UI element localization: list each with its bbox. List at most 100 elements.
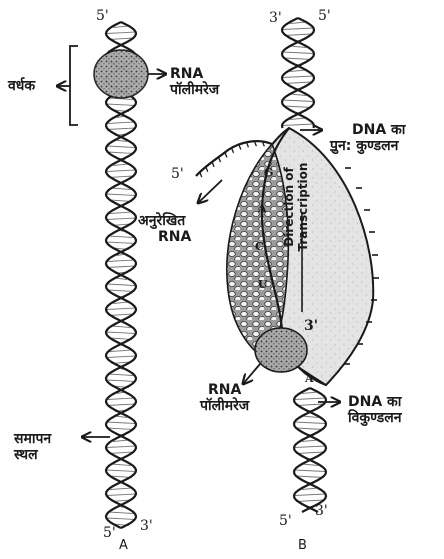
end-label-3-top-b: 3' [269,10,282,26]
rna-transcript-barbs [199,140,265,178]
direction-line-1: Direction of [282,167,296,247]
rna-barb [245,142,250,148]
helix-rung [296,427,324,430]
helix-rung [114,415,128,418]
helix-rung [106,103,136,106]
helix-rung [301,487,319,490]
transcribed-line-2: RNA [158,229,192,245]
helix-rung [301,439,319,442]
helix-rung [108,235,134,238]
rna-polymerase-a-line-2: पॉलीमरेज [170,82,220,98]
helix-rung [289,93,307,96]
helix-rung [106,145,136,148]
helix-rung [106,355,136,358]
helix-rung [113,25,129,28]
termination-line-1: समापन [14,431,52,447]
rna-barb [211,161,215,168]
rna-polymerase-arrow-b [243,363,261,384]
helix-rung [111,187,131,190]
rna-barb [238,144,242,150]
helix-rung [289,69,307,72]
helix-rung [108,451,134,454]
helix-rung [106,403,136,406]
helix-rung [106,31,136,34]
helix-rung [282,99,314,102]
rna-barb [217,156,222,163]
helix-rung [114,139,128,142]
helix-rung [108,511,134,514]
helix-rung [108,373,134,376]
dna-helix-b-top [280,17,316,129]
helix-rung [294,469,326,472]
helix-rung [114,277,128,280]
helix-strand-1 [292,387,328,513]
direction-of-transcription-label: Direction of Transcription [282,152,310,262]
helix-rung [106,421,136,424]
dna-helix-b-bottom [292,387,328,513]
rna-polymerase-b-line-1: RNA [208,382,242,398]
helix-strand-2 [104,21,138,529]
helix-strand-1 [280,17,316,129]
enhancer-label: वर्धक [8,78,36,94]
unwinding-line-2: विकुण्डलन [348,410,402,426]
base-letter: G [264,166,274,179]
helix-rung [296,451,324,454]
helix-rung [284,33,312,36]
panel-caption-a: A [119,538,128,553]
helix-rung [289,45,307,48]
enhancer-bracket [69,45,78,126]
helix-rung [106,241,136,244]
helix-rung [106,265,136,268]
rna-polymerase-blob-a [93,49,149,99]
rna-polymerase-b-line-2: पॉलीमरेज [200,398,250,414]
end-label-5-transcript: 5' [171,166,184,182]
end-label-5-top-b: 5' [318,8,331,24]
rna-transcript-strand [195,140,273,177]
helix-rung [282,51,314,54]
helix-rung [108,175,134,178]
helix-rung [108,313,134,316]
base-letter: A [305,372,314,385]
rna-polymerase-a-line-1: RNA [170,66,204,82]
helix-rung [113,163,129,166]
end-label-3-bottom-b: 3' [315,503,328,519]
base-letter: C [255,240,264,253]
helix-strand-2 [292,387,328,513]
helix-rung [294,445,326,448]
helix-rung [107,397,135,400]
helix-rung [294,493,326,496]
helix-rung [294,397,326,400]
direction-line-2: Transcription [296,162,310,252]
base-letter: A [258,202,267,215]
helix-rung [106,169,136,172]
helix-rung [282,75,314,78]
end-label-3-bubble: 3' [304,318,319,334]
end-label-3-bottom-a: 3' [140,518,153,534]
template-strand-ticks [330,149,379,365]
helix-rung [108,37,134,40]
helix-rung [282,123,314,126]
helix-rung [106,307,136,310]
helix-rung [106,283,136,286]
helix-rung [107,151,135,154]
rna-barb [224,152,228,158]
termination-site-label: समापन स्थल [14,431,51,463]
helix-rung [111,463,131,466]
helix-rung [107,121,135,124]
helix-rung [284,105,312,108]
termination-line-2: स्थल [14,447,38,463]
rna-polymerase-label-b: RNA पॉलीमरेज [200,382,249,414]
panel-caption-b: B [298,538,307,553]
helix-rung [111,325,131,328]
rna-barb [253,140,257,147]
helix-strand-2 [280,17,316,129]
helix-rung [106,217,136,220]
rewinding-line-2: पुन: कुण्डलन [330,138,399,154]
helix-rung [106,193,136,196]
rewinding-line-1: DNA का [352,122,406,138]
helix-rung [284,57,312,60]
rna-barb [230,147,235,154]
end-label-5-bottom-b: 5' [279,513,292,529]
dna-rewinding-label: DNA का पुन: कुण्डलन [330,122,405,154]
